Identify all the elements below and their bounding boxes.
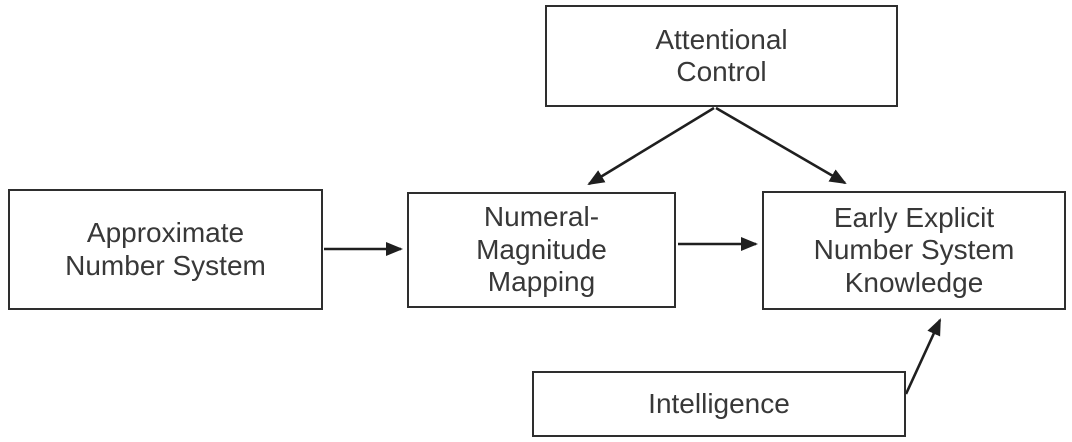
node-label-line: Mapping [487, 266, 596, 298]
node-label-line: Early Explicit [833, 201, 995, 233]
node-numeral-magnitude-mapping: Numeral- Magnitude Mapping [407, 192, 676, 308]
arrow-attentional-to-eensk [715, 106, 847, 185]
node-label-line: Attentional [655, 23, 788, 55]
node-label-line: Numeral- [483, 201, 600, 233]
node-label-line: Approximate [86, 217, 245, 249]
node-intelligence: Intelligence [532, 371, 906, 437]
node-label-line: Magnitude [476, 233, 607, 265]
arrow-intelligence-to-eensk [904, 318, 942, 395]
node-label-line: Knowledge [844, 266, 984, 298]
node-label-line: Number System [65, 249, 266, 281]
arrow-attentional-to-nmm [587, 106, 715, 186]
node-label-line: Intelligence [648, 387, 790, 419]
node-label-line: Number System [813, 234, 1015, 266]
node-label-line: Control [676, 56, 767, 87]
node-approximate-number-system: Approximate Number System [8, 189, 323, 310]
node-early-explicit-number-system-knowledge: Early Explicit Number System Knowledge [762, 191, 1066, 310]
node-attentional-control: Attentional Control [545, 5, 898, 107]
